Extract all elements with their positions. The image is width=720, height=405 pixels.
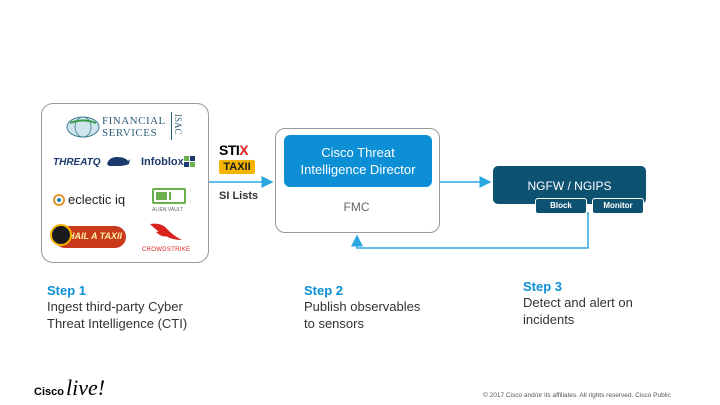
- ctid-line2: Intelligence Director: [300, 162, 416, 177]
- eclecticiq-icon: [53, 194, 65, 206]
- monitor-tag: Monitor: [592, 198, 644, 214]
- step-2: Step 2 Publish observables to sensors: [304, 283, 420, 332]
- block-tag: Block: [535, 198, 587, 214]
- isac-vertical-label: ISAC: [171, 112, 184, 140]
- hail-a-taxii-badge-icon: [50, 224, 72, 246]
- step-1: Step 1 Ingest third-party Cyber Threat I…: [47, 283, 187, 332]
- threatq-logo: THREATQ: [53, 157, 101, 168]
- stix-text: STIX: [219, 142, 249, 158]
- step-3: Step 3 Detect and alert on incidents: [523, 279, 633, 328]
- stix-x-glyph: X: [239, 142, 249, 158]
- fmc-label: FMC: [343, 200, 370, 214]
- stix-logo: STIX: [219, 142, 249, 158]
- ctid-box: Cisco Threat Intelligence Director: [284, 135, 432, 187]
- step-3-line1: Detect and alert on: [523, 295, 633, 310]
- fs-line2: SERVICES: [102, 127, 158, 139]
- crowdstrike-falcon-icon: [150, 223, 182, 240]
- infoblox-logo: Infoblox: [141, 156, 184, 168]
- si-lists-label: SI Lists: [219, 190, 259, 202]
- cisco-logo: Cisco: [34, 386, 64, 398]
- ngfw-box: [493, 166, 646, 204]
- ngfw-label: NGFW / NGIPS: [527, 179, 612, 193]
- isac-text: ISAC: [173, 114, 183, 135]
- infoblox-dots-icon: [184, 156, 195, 167]
- threatq-rhino-icon: [107, 157, 130, 166]
- step-2-line1: Publish observables: [304, 299, 421, 314]
- financial-services-logo: FINANCIAL SERVICES: [102, 115, 166, 139]
- fs-line1: FINANCIAL: [102, 115, 166, 127]
- copyright-text: © 2017 Cisco and/or its affiliates. All …: [483, 392, 671, 399]
- financial-services-globe-icon: [66, 116, 100, 138]
- arrow-ngfw-feedback: [351, 212, 589, 249]
- step-3-title: Step 3: [523, 279, 563, 294]
- live-logo: live!: [66, 375, 106, 400]
- step-1-line2: Threat Intelligence (CTI): [47, 316, 188, 331]
- crowdstrike-logo: CROWDSTRIKE: [142, 247, 191, 253]
- alienvault-icon: [152, 188, 186, 204]
- step-3-line2: incidents: [523, 312, 575, 327]
- taxii-logo: TAXII: [219, 160, 255, 174]
- eclecticiq-logo: eclectic iq: [68, 192, 126, 207]
- step-1-title: Step 1: [47, 283, 87, 298]
- ctid-line1: Cisco Threat: [321, 145, 395, 160]
- alienvault-logo: ALIEN VAULT: [152, 207, 184, 213]
- hail-a-taxii-logo: HAIL A TAXII: [54, 226, 126, 248]
- step-2-title: Step 2: [304, 283, 344, 298]
- step-1-line1: Ingest third-party Cyber: [47, 299, 183, 314]
- hail-a-taxii-text: HAIL A TAXII: [68, 231, 122, 241]
- step-2-line2: to sensors: [304, 316, 364, 331]
